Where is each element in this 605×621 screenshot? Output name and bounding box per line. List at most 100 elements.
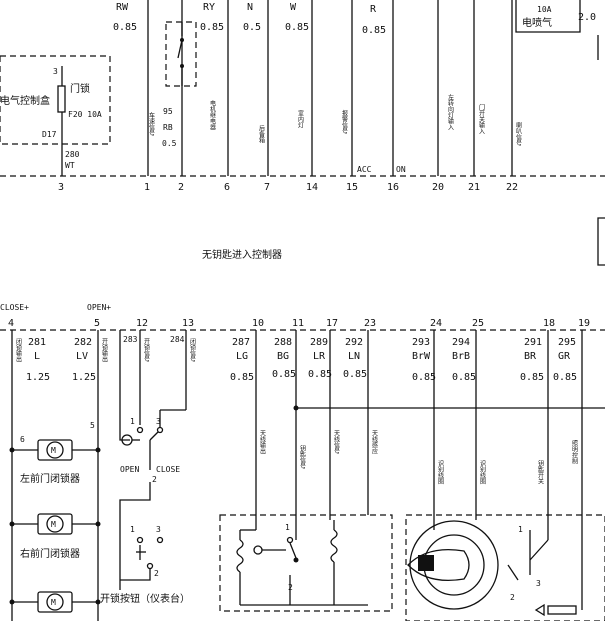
header-label: OPEN+ (87, 303, 111, 312)
pin-number: 3 (156, 417, 161, 426)
wire-size: 0.85 (520, 372, 544, 383)
pin-number: 1 (518, 525, 523, 534)
pin-number: 3 (156, 525, 161, 534)
wire-color: BrW (412, 351, 431, 362)
box-name: 电气控制盒 (0, 94, 50, 107)
wire-size: 0.85 (285, 22, 309, 33)
ignition-coil-box: 1 3 2 (405, 514, 605, 621)
box-pin: 3 (53, 67, 58, 76)
signal-label: 喇叭信号 (515, 121, 522, 147)
header-label: CLOSE+ (0, 303, 29, 312)
wire-color: L (34, 351, 40, 362)
pin-number: 20 (432, 182, 444, 193)
pin-number: 15 (346, 182, 358, 193)
bottom-wires (11, 330, 605, 621)
top-wire-labels: RW 0.85 RY 0.85 N 0.5 W 0.85 R 0.85 (113, 2, 386, 36)
signal-label: 开锁信号 (143, 338, 150, 363)
wire-code: N (247, 2, 253, 13)
pin-number: 14 (306, 182, 318, 193)
wire-code: 95 (163, 107, 173, 116)
pin-number: 2 (178, 182, 184, 193)
pin-number: 24 (430, 318, 442, 329)
signal-label: 天线感应 (371, 430, 378, 455)
signal-label: 天线信号 (333, 430, 340, 455)
pin-number: 3 (58, 182, 64, 193)
wire-size: 0.85 (362, 25, 386, 36)
signal-label: 钥匙信号 (299, 444, 306, 470)
signal-label: 报警信号 (341, 109, 348, 135)
pin-number: 2 (510, 593, 515, 602)
wire-size: 0.5 (162, 139, 177, 148)
wire-code: 287 (232, 337, 250, 348)
wire-code: 293 (412, 337, 430, 348)
pin-number: 4 (8, 318, 14, 329)
left-front-door-lock: 6 5 M 左前门闭锁器 (9, 421, 101, 485)
wire-color: GR (558, 351, 571, 362)
wire-color: RB (163, 123, 173, 132)
motor-symbol: M (51, 598, 56, 607)
bottom-pin-numbers: 4 5 12 13 10 11 17 23 24 25 18 19 (8, 318, 590, 329)
wire-size: 1.25 (72, 372, 96, 383)
pin-number: 5 (94, 318, 100, 329)
pin-number: 25 (472, 318, 484, 329)
tiny-label: ON (396, 165, 406, 174)
wire-code: 295 (558, 337, 576, 348)
switch-label: CLOSE (156, 465, 180, 474)
wire-code: RW (116, 2, 129, 13)
right-front-door-lock: M 右前门闭锁器 (9, 513, 101, 560)
pin-number: 6 (224, 182, 230, 193)
wire-size: 0.85 (412, 372, 436, 383)
top-vertical-labels: 车速信号 电机继电器 后备箱 室内灯 报警信号 左转向灯输入 门开关输入 喇叭信… (148, 93, 522, 174)
signal-label: 闭锁输出 (15, 337, 22, 363)
device-value: 2.0 (578, 12, 596, 23)
pin-number: 1 (144, 182, 150, 193)
pin-number: 10 (252, 318, 264, 329)
pin-number: 2 (152, 475, 157, 484)
device-label: 左前门闭锁器 (20, 472, 80, 485)
wire-color: LV (76, 351, 88, 362)
pin-number: 2 (154, 569, 159, 578)
wire-size: 0.85 (452, 372, 476, 383)
signal-label: 照明控制 (571, 440, 578, 465)
fuse-rating: 10A (537, 5, 552, 14)
wire-code: 282 (74, 337, 92, 348)
pin-number: 3 (536, 579, 541, 588)
wire-size: 0.85 (343, 369, 367, 380)
wire-color: LR (313, 351, 326, 362)
signal-label: 开锁输出 (101, 338, 108, 363)
device-label: 右前门闭锁器 (20, 547, 80, 560)
relay-switch (165, 21, 197, 87)
wire-code: 288 (274, 337, 292, 348)
signal-label: 钥匙开关 (537, 459, 544, 485)
pin-number: 1 (130, 417, 135, 426)
unlock-button: 1 3 2 开锁按钮（仪表台） (100, 525, 190, 605)
signal-label: 识别线圈 (437, 460, 444, 485)
wire-size: 0.85 (113, 22, 137, 33)
fuse-label: 门锁 (70, 82, 90, 95)
motor-symbol: M (51, 520, 56, 529)
pin-number: 16 (387, 182, 399, 193)
pin-number: 1 (130, 525, 135, 534)
pin-number: 23 (364, 318, 376, 329)
wire-code: 294 (452, 337, 470, 348)
wire-code: 283 (123, 335, 138, 344)
pin-number: 11 (292, 318, 304, 329)
wire-size: 0.85 (308, 369, 332, 380)
wire-size: 0.85 (272, 369, 296, 380)
pin-number: 6 (20, 435, 25, 444)
wire-code: RY (203, 2, 215, 13)
pin-number: 19 (578, 318, 590, 329)
wire-size: 0.85 (553, 372, 577, 383)
wire-code: W (290, 2, 297, 13)
top-pin-numbers: 3 1 2 6 7 14 15 16 20 21 22 (58, 182, 518, 193)
wire-code: 291 (524, 337, 542, 348)
top-right-box: 10A 电喷气 2.0 (515, 0, 599, 60)
rear-door-lock: M (9, 591, 101, 613)
pin-number: 12 (136, 318, 148, 329)
wire-color: BR (524, 351, 537, 362)
bottom-vertical-labels: 闭锁输出 开锁输出 开锁信号 闭锁信号 天线输出 钥匙信号 天线信号 天线感应 … (15, 337, 578, 485)
wire-color: BrB (452, 351, 470, 362)
open-close-switch: 1 3 2 OPEN CLOSE (119, 400, 187, 590)
signal-label: 电机继电器 (209, 99, 216, 131)
wire-code: 281 (28, 337, 46, 348)
